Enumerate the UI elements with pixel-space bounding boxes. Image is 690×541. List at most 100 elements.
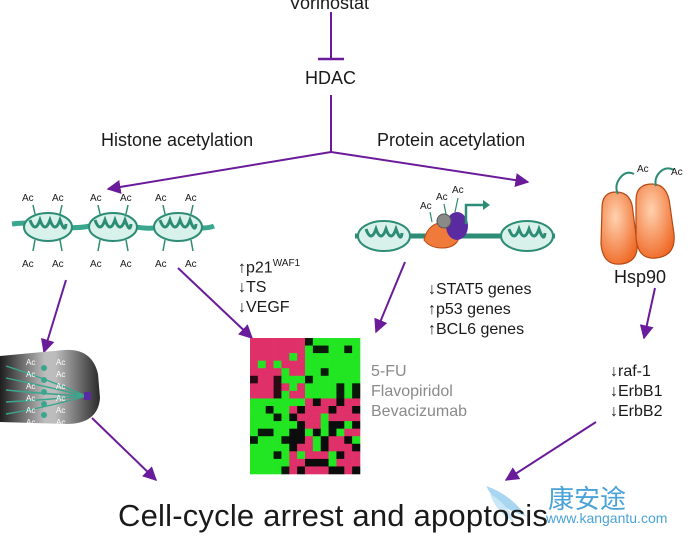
heatmap-cell	[320, 413, 329, 422]
heatmap-cell	[312, 353, 322, 361]
heatmap-cell	[328, 360, 337, 369]
heatmap-cell	[281, 466, 290, 475]
heatmap-cell	[328, 421, 337, 429]
heatmap-cell	[352, 466, 361, 475]
heatmap-cell	[297, 458, 306, 467]
hdac-label: HDAC	[305, 68, 357, 88]
heatmap-cell	[312, 413, 322, 422]
heatmap-cell	[312, 458, 322, 467]
heatmap-cell	[320, 375, 329, 384]
purple-factor	[446, 212, 468, 240]
heatmap-cell	[305, 353, 314, 361]
heatmap-cell	[328, 375, 337, 384]
acetyl-mark-9: Ac	[120, 259, 132, 270]
acetyl-mark-6: Ac	[22, 259, 34, 270]
heatmap-cell	[257, 398, 267, 407]
heatmap-cell	[273, 345, 282, 354]
heatmap-cell	[289, 368, 298, 377]
hsp90-client-1: ↓ErbB1	[610, 382, 662, 402]
acetyl-mark-22: Ac	[56, 382, 66, 391]
heatmap-cell	[312, 383, 322, 392]
heatmap-cell	[289, 443, 298, 452]
heatmap-cell	[305, 345, 314, 354]
heatmap-cell	[336, 398, 345, 407]
heatmap-cell	[273, 466, 282, 475]
combination-drug-1: Flavopiridol	[371, 383, 453, 400]
heatmap-cell	[352, 375, 361, 384]
acetyl-mark-0: Ac	[22, 193, 34, 204]
heatmap-cell	[312, 436, 322, 445]
acetyl-mark-14: Ac	[452, 185, 464, 196]
heatmap-cell	[336, 345, 345, 354]
acetyl-mark-28: Ac	[56, 418, 66, 427]
heatmap-cell	[250, 390, 259, 399]
heatmap-cell	[344, 368, 353, 377]
heatmap-cell	[320, 421, 329, 429]
hsp90-client-name-2: ErbB2	[618, 403, 663, 420]
heatmap-cell	[336, 451, 345, 460]
heatmap-cell	[344, 398, 353, 407]
heatmap-cell	[305, 428, 314, 437]
heatmap-cell	[344, 345, 353, 354]
heatmap-cell	[265, 443, 274, 452]
heatmap-cell	[352, 383, 361, 392]
protein-gene-direction-0: ↓	[428, 281, 436, 298]
heatmap-cell	[312, 368, 322, 377]
heatmap-cell	[352, 360, 361, 369]
heatmap-cell	[344, 406, 353, 414]
protein-gene-1: ↑p53 genes	[428, 300, 531, 320]
heatmap-cell	[336, 466, 345, 475]
histone-gene-name-2: VEGF	[246, 299, 290, 317]
heatmap-cell	[328, 390, 337, 399]
heatmap-cell	[281, 375, 290, 384]
acetyl-mark-18: Ac	[56, 358, 66, 367]
heatmap-cell	[344, 353, 353, 361]
heatmap-cell	[281, 383, 290, 392]
histone-gene-0: ↑p21WAF1	[238, 254, 300, 278]
histone-acetylation-label: Histone acetylation	[101, 130, 254, 150]
heatmap-cell	[297, 338, 306, 346]
heatmap-cell	[312, 390, 322, 399]
heatmap-cell	[328, 383, 337, 392]
hsp90-client-0: ↓raf-1	[610, 362, 662, 382]
heatmap-cell	[305, 458, 314, 467]
acetyl-mark-3: Ac	[120, 193, 132, 204]
transcription-start-arrow	[464, 203, 483, 224]
heatmap-cell	[336, 413, 345, 422]
protein-acetylation-label: Protein acetylation	[377, 130, 526, 150]
heatmap-cell	[257, 406, 267, 414]
heatmap-cell	[250, 458, 259, 467]
heatmap-cell	[250, 383, 259, 392]
heatmap-cell	[320, 436, 329, 445]
heatmap-cell	[320, 338, 329, 346]
heatmap-cell	[250, 368, 259, 377]
acetylated-chromatin	[11, 204, 215, 252]
heatmap-cell	[281, 436, 290, 445]
heatmap-cell	[289, 383, 298, 392]
heatmap-cell	[289, 338, 298, 346]
heatmap-cell	[265, 451, 274, 460]
heatmap-cell	[281, 368, 290, 377]
hsp90-client-direction-1: ↓	[610, 383, 618, 400]
heatmap-cell	[312, 345, 322, 354]
heatmap-cell	[336, 338, 345, 346]
nucleosome-2	[88, 212, 138, 242]
heatmap-cell	[352, 421, 361, 429]
heatmap-cell	[257, 458, 267, 467]
acetyl-mark-7: Ac	[52, 259, 64, 270]
heatmap-cell	[281, 360, 290, 369]
heatmap-cell	[257, 360, 267, 369]
hsp90-client-direction-0: ↓	[610, 363, 618, 380]
heatmap-cell	[352, 338, 361, 346]
heatmap-cell	[305, 360, 314, 369]
acetyl-mark-10: Ac	[155, 259, 167, 270]
heatmap-cell	[352, 406, 361, 414]
heatmap-cell	[328, 413, 337, 422]
heatmap-cell	[257, 443, 267, 452]
heatmap-cell	[289, 458, 298, 467]
heatmap-cell	[336, 390, 345, 399]
heatmap-cell	[297, 428, 306, 437]
heatmap-cell	[297, 383, 306, 392]
heatmap-cell	[257, 436, 267, 445]
